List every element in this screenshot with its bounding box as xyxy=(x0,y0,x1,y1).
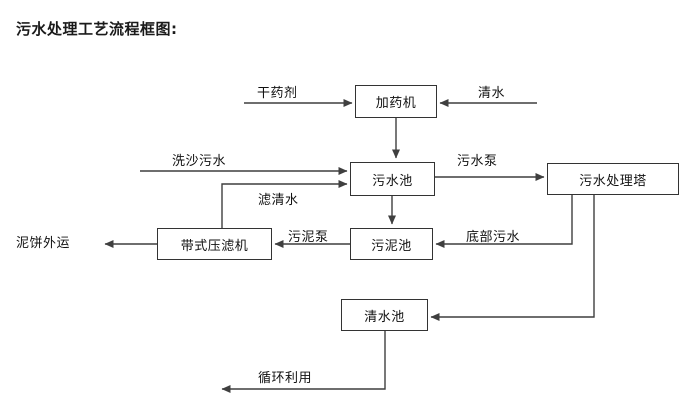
edge-label-wushuibeng: 污水泵 xyxy=(457,154,498,169)
page-title: 污水处理工艺流程框图: xyxy=(16,20,178,38)
edge-label-xunhuanliyong: 循环利用 xyxy=(258,371,313,386)
edge-label-qingshui: 清水 xyxy=(478,86,506,101)
node-daishiyaluji[interactable]: 带式压滤机 xyxy=(157,228,272,260)
node-wushuichi-label: 污水池 xyxy=(372,173,413,189)
terminal-label-nibingwaiyun: 泥饼外运 xyxy=(16,236,71,251)
edge-label-dibuwushui: 底部污水 xyxy=(466,230,521,245)
edge-filtrate-to-sewagepool xyxy=(221,180,348,228)
edge-label-xishawushui: 洗沙污水 xyxy=(172,154,227,169)
node-jiayaoji[interactable]: 加药机 xyxy=(355,85,437,118)
node-qingshuichi[interactable]: 清水池 xyxy=(341,299,428,331)
node-wunichi[interactable]: 污泥池 xyxy=(350,228,433,260)
edge-bottomsewage-to-sludgepool xyxy=(435,195,573,248)
node-wushuichulita[interactable]: 污水处理塔 xyxy=(547,163,679,195)
node-wunichi-label: 污泥池 xyxy=(371,238,412,254)
node-qingshuichi-label: 清水池 xyxy=(364,309,405,325)
edge-label-wunibeng: 污泥泵 xyxy=(288,230,329,245)
edge-tower-to-clearpool xyxy=(430,195,595,321)
node-jiayaoji-label: 加药机 xyxy=(375,96,417,111)
node-daishiyaluji-label: 带式压滤机 xyxy=(180,238,249,254)
edge-label-lvqingshui: 滤清水 xyxy=(258,193,299,208)
edge-label-ganyaoji: 干药剂 xyxy=(257,86,298,101)
node-wushuichi[interactable]: 污水池 xyxy=(350,162,435,196)
edge-clearpool-to-recycle xyxy=(221,331,386,393)
node-wushuichulita-label: 污水处理塔 xyxy=(579,173,647,189)
